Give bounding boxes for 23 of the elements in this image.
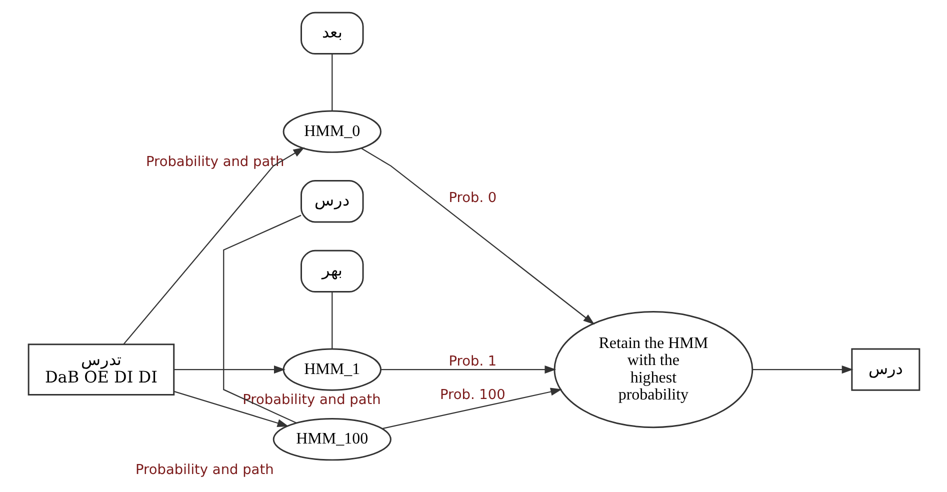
node-label: Probability and path <box>145 154 284 170</box>
arrow <box>752 366 853 374</box>
node-label: Probability and path <box>242 392 380 408</box>
connector <box>331 292 332 349</box>
connector <box>331 54 332 111</box>
arrow <box>380 366 556 374</box>
connector <box>222 214 301 424</box>
node-ellipse: Retain the HMM with the highest probability <box>553 311 753 428</box>
node-ellipse: HMM_0 <box>282 110 381 153</box>
edge-label: Prob. 1 <box>448 354 496 370</box>
node-box: درس <box>850 348 920 391</box>
edge-label: Prob. 100 <box>439 386 505 403</box>
node-ellipse: HMM_1 <box>282 348 381 391</box>
arrow <box>122 147 304 345</box>
node-box: بهر <box>300 250 364 292</box>
arrow <box>173 390 288 427</box>
node-box: درس <box>300 180 364 223</box>
arrow <box>174 366 285 374</box>
edge-label: Prob. 0 <box>448 190 496 206</box>
node-box: بعد <box>300 12 364 55</box>
arrow <box>360 148 594 325</box>
node-label: Probability and path <box>135 462 274 478</box>
arrow <box>382 388 562 430</box>
